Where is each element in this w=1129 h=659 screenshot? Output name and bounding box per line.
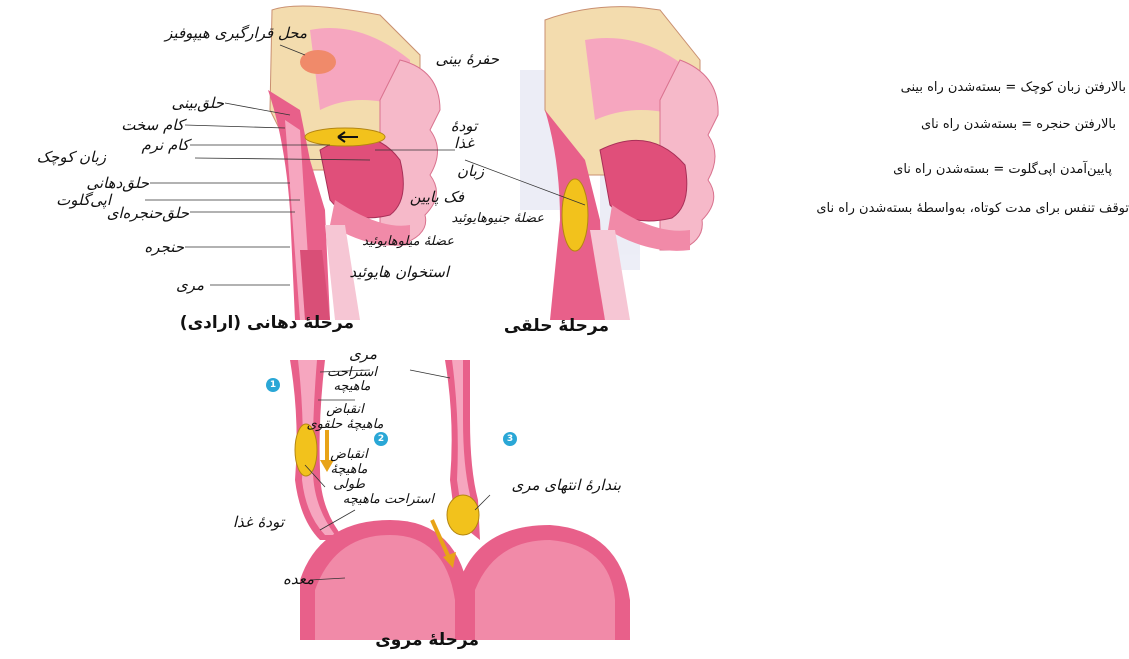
label-oropharynx: حلق‌دهانی: [86, 176, 149, 191]
label-laryngopharynx: حلق‌حنجره‌ای: [107, 206, 189, 221]
note-1: بالارفتن زبان کوچک = بسته‌شدن راه بینی: [901, 80, 1126, 95]
label-hyoid: استخوان هایوئید: [349, 265, 449, 280]
label-contracted-longitudinal: انقباض ماهیچهٔ طولی: [314, 448, 384, 493]
label-bolus: تودهٔ غذا: [444, 118, 484, 151]
label-sphincter: بندارهٔ انتهای مری: [511, 478, 621, 493]
label-larynx: حنجره: [144, 240, 184, 255]
note-4: توقف تنفس برای مدت کوتاه، به‌واسطهٔ بسته…: [816, 201, 1129, 216]
label-soft-palate: کام نرم: [141, 138, 189, 153]
note-2: بالارفتن حنجره = بسته‌شدن راه نای: [921, 117, 1116, 132]
label-nasal-cavity: حفرهٔ بینی: [436, 52, 500, 67]
pharyngeal-phase-illustration: [545, 7, 718, 320]
label-relaxed-muscle: استراحت ماهیچه: [327, 366, 377, 395]
label-mylohyoid: عضلهٔ میلوهایوئید: [362, 235, 454, 248]
label-hard-palate: کام سخت: [121, 118, 184, 133]
label-esophagus: مری: [176, 278, 204, 293]
label-contracted-circular: انقباض ماهیچهٔ حلقوی: [306, 403, 384, 433]
step-3-badge: 3: [503, 432, 517, 446]
label-uvula: زبان کوچک: [37, 150, 106, 165]
label-hypophysis: محل قرارگیری هیپوفیز: [165, 26, 307, 41]
caption-esophageal-phase: مرحلهٔ مروی: [375, 630, 479, 650]
caption-pharyngeal-phase: مرحلهٔ حلقی: [504, 316, 609, 336]
label-nasopharynx: حلق‌بینی: [172, 96, 224, 111]
note-3: پایین‌آمدن اپی‌گلوت = بسته‌شدن راه نای: [893, 162, 1112, 177]
step-2-badge: 2: [374, 432, 388, 446]
label-mandible: فک پایین: [410, 190, 464, 205]
caption-oral-phase: مرحلهٔ دهانی (ارادی): [180, 313, 354, 333]
step-1-badge: 1: [266, 378, 280, 392]
label-bolus-esophageal: تودهٔ غذا: [233, 515, 284, 530]
label-epiglottis: اپی‌گلوت: [56, 193, 111, 208]
label-stomach: معده: [283, 572, 314, 587]
label-geniohyoid: عضلهٔ جنیوهایوئید: [451, 212, 544, 225]
label-relaxed-muscle-2: استراحت ماهیچه: [343, 493, 434, 506]
label-tongue: زبان: [457, 164, 484, 179]
label-esophagus-top: مری: [349, 347, 377, 362]
